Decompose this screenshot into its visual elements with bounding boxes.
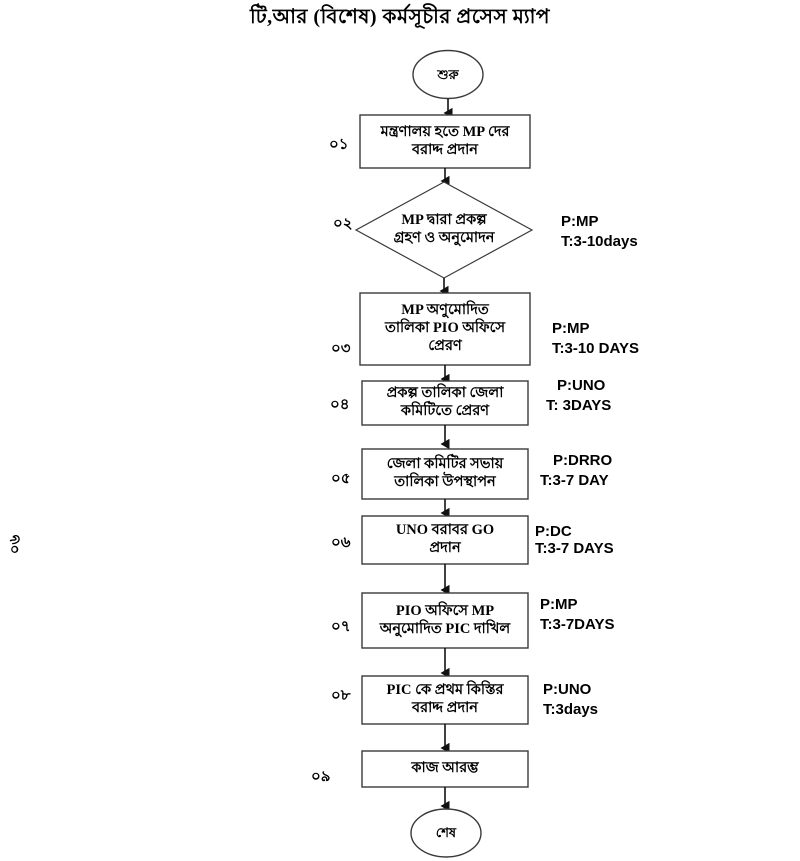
step-04-person: P:UNO — [557, 377, 606, 394]
step-04-number: ০৪ — [330, 397, 350, 413]
step-03-time: T:3-10 DAYS — [552, 339, 639, 357]
step-05-time: T:3-7 DAY — [540, 471, 609, 489]
step-07-time: T:3-7DAYS — [540, 615, 615, 633]
step-08-shape — [361, 675, 529, 725]
step-07-person: P:MP — [540, 596, 578, 613]
step-07-annotation: P:MP T:3-7DAYS — [540, 595, 614, 634]
page-title: টি,আর (বিশেষ) কর্মসূচীর প্রসেস ম্যাপ — [249, 6, 551, 28]
step-04-annotation: P:UNO T: 3DAYS — [546, 376, 611, 415]
step-02-shape — [354, 181, 534, 279]
step-02-time: T:3-10days — [561, 232, 638, 250]
step-09-shape — [361, 750, 529, 788]
step-08-annotation: P:UNO T:3days — [543, 680, 598, 719]
end-terminal-shape — [410, 808, 482, 858]
step-09-number: ০৯ — [311, 769, 331, 785]
step-08-person: P:UNO — [543, 681, 592, 698]
step-03-number: ০৩ — [331, 341, 351, 357]
step-06-person: P:DC — [535, 523, 572, 540]
step-01-shape — [359, 114, 531, 169]
step-08-time: T:3days — [543, 700, 599, 718]
step-08-number: ০৮ — [331, 688, 351, 704]
step-05-person: P:DRRO — [553, 452, 613, 469]
step-03-person: P:MP — [552, 320, 590, 337]
step-05-shape — [361, 448, 529, 500]
step-01-number: ০১ — [329, 137, 349, 153]
step-07-shape — [361, 592, 529, 649]
step-03-shape — [359, 292, 531, 366]
step-06-shape — [361, 515, 529, 565]
step-02-person: P:MP — [561, 213, 599, 230]
step-02-annotation: P:MP T:3-10days — [561, 212, 638, 251]
step-03-annotation: P:MP T:3-10 DAYS — [552, 319, 639, 358]
margin-step-label: ০৬ — [7, 534, 24, 555]
step-04-time: T: 3DAYS — [546, 396, 612, 414]
step-05-number: ০৫ — [331, 471, 351, 487]
step-02-number: ০২ — [333, 216, 353, 232]
step-04-shape — [361, 380, 529, 426]
start-terminal-shape — [412, 49, 484, 100]
step-07-number: ০৭ — [331, 619, 351, 635]
step-06-number: ০৬ — [331, 535, 351, 551]
step-06-time: T:3-7 DAYS — [535, 539, 614, 557]
step-05-annotation: P:DRRO T:3-7 DAY — [540, 451, 612, 490]
